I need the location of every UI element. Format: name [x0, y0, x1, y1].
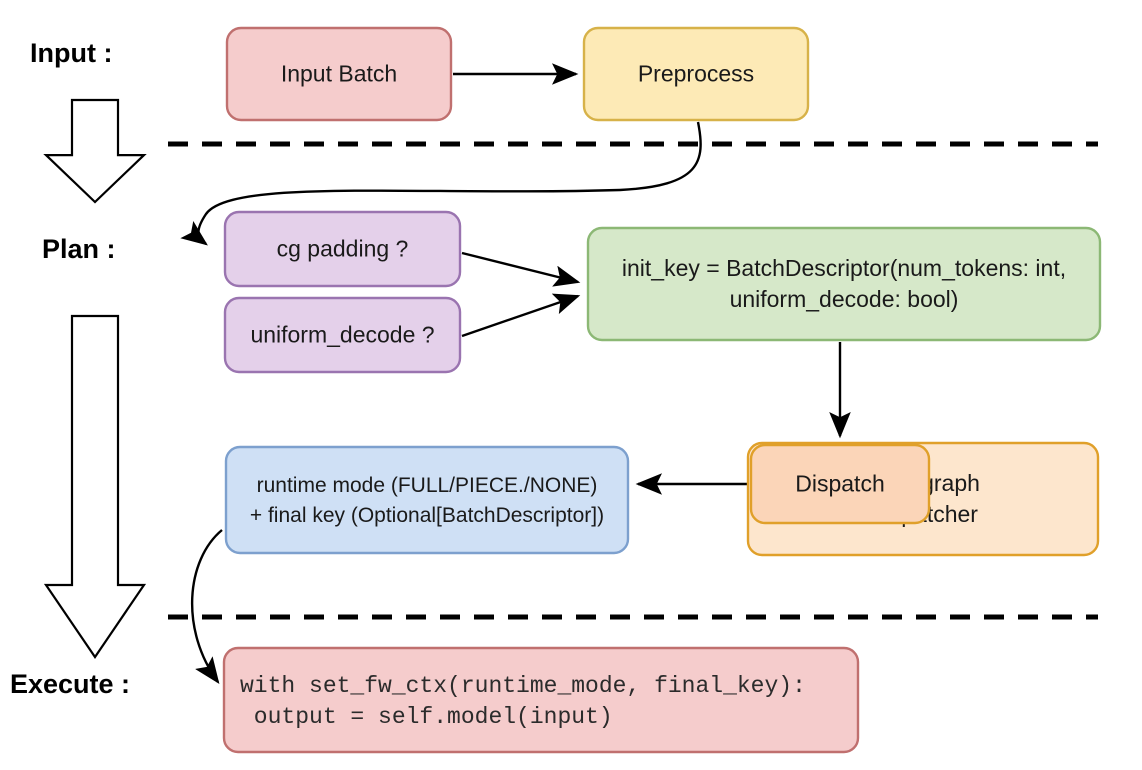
uniform-decode-label: uniform_decode ?	[250, 321, 434, 347]
node-input-batch[interactable]: Input Batch	[225, 26, 453, 122]
cg-padding-label: cg padding ?	[277, 235, 409, 261]
input-batch-box[interactable]	[225, 26, 453, 122]
dispatch-box[interactable]	[749, 443, 931, 525]
edge-cg-padding-to-init-key	[461, 251, 581, 287]
edge-preprocess-to-cg-padding	[180, 121, 702, 246]
stage-flow-arrows	[43, 98, 147, 659]
node-runtime-mode[interactable]: runtime mode (FULL/PIECE./NONE)+ final k…	[224, 445, 630, 555]
node-uniform-decode[interactable]: uniform_decode ?	[223, 296, 462, 374]
node-init-key[interactable]: init_key = BatchDescriptor(num_tokens: i…	[586, 226, 1102, 342]
execute-code-box[interactable]	[222, 646, 860, 754]
stage-label-execute: Execute :	[10, 669, 130, 699]
node-preprocess[interactable]: Preprocess	[582, 26, 810, 122]
node-cg-padding[interactable]: cg padding ?	[223, 210, 462, 288]
preprocess-label: Preprocess	[638, 60, 754, 86]
input-batch-label: Input Batch	[281, 60, 397, 86]
init-key-label: init_key = BatchDescriptor(num_tokens: i…	[622, 255, 1066, 312]
cg-padding-box[interactable]	[223, 210, 462, 288]
stage-labels: Input : Plan : Execute :	[10, 38, 130, 699]
stage-label-input: Input :	[30, 38, 112, 68]
nodes: Input Batch Preprocess cg padding ? uniform…	[222, 26, 1102, 754]
connector-edges	[180, 63, 851, 684]
stage-label-plan: Plan :	[42, 234, 116, 264]
init-key-box[interactable]	[586, 226, 1102, 342]
node-execute-code[interactable]: with set_fw_ctx(runtime_mode, final_key)…	[222, 646, 860, 754]
section-dividers	[168, 141, 1098, 620]
uniform-decode-box[interactable]	[223, 296, 462, 374]
block-arrow-input-to-plan	[43, 98, 147, 204]
execute-code-label: with set_fw_ctx(runtime_mode, final_key)…	[240, 673, 806, 730]
runtime-mode-box[interactable]	[224, 445, 630, 555]
runtime-mode-label: runtime mode (FULL/PIECE./NONE)+ final k…	[250, 474, 604, 527]
dispatch-label: Dispatch	[795, 470, 884, 496]
edge-runtime-mode-to-execute-code	[191, 529, 223, 684]
node-dispatch[interactable]: Dispatch	[749, 443, 931, 525]
block-arrow-plan-to-execute	[43, 314, 147, 659]
edge-uniform-decode-to-init-key	[461, 293, 581, 338]
preprocess-box[interactable]	[582, 26, 810, 122]
